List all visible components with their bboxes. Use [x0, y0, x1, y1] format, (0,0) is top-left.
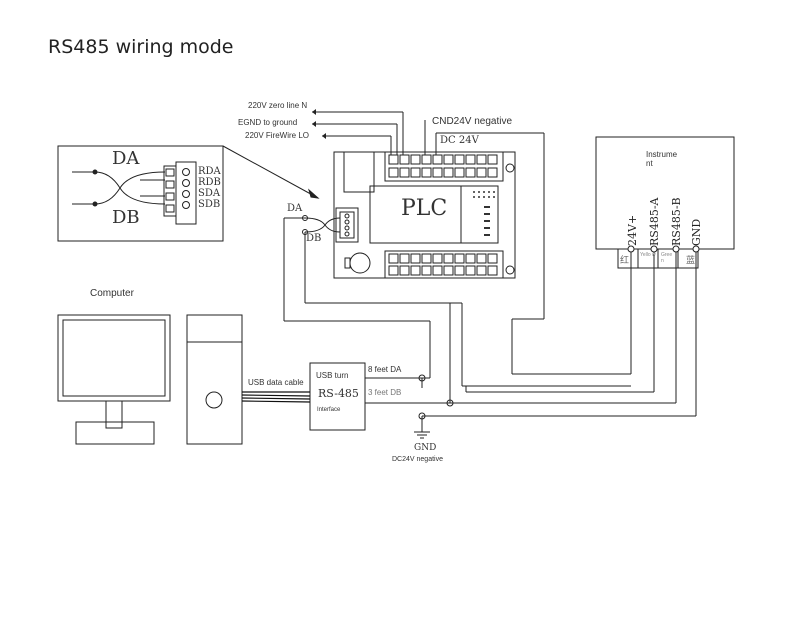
wire-color-yellow: Yello w	[640, 252, 656, 258]
usb-cable	[241, 391, 311, 403]
inset-terminal-block	[175, 161, 197, 225]
inset-db-label: DB	[112, 207, 140, 228]
inset-detail-box	[57, 145, 224, 242]
plc-label: PLC	[401, 196, 448, 221]
instrument-terminal-rs485b: RS485-B	[670, 197, 683, 246]
instrument-terminal-gnd: GND	[690, 218, 703, 246]
inset-arrowhead	[308, 188, 320, 199]
inset-sdb-label: SDB	[198, 199, 221, 210]
label-cnd24v: CND24V negative	[432, 116, 513, 127]
converter-line2: RS-485	[318, 387, 359, 400]
plc-power-label: DC 24V	[440, 135, 479, 146]
monitor	[57, 314, 171, 402]
plc-top-terminals	[388, 154, 498, 178]
instrument-terminal-rs485a: RS485-A	[648, 197, 661, 246]
inset-da-label: DA	[112, 148, 140, 169]
diagram-title: RS485 wiring mode	[48, 36, 234, 58]
wire-color-blue: 蓝	[686, 255, 696, 265]
instrument-label-line2: nt	[646, 159, 653, 168]
plc-bottom-terminal-strip	[384, 250, 504, 279]
converter-out-db: 3 feet DB	[368, 388, 402, 397]
converter-box	[309, 362, 366, 431]
converter-out-da: 8 feet DA	[368, 365, 402, 374]
converter-line3: Interface	[317, 407, 341, 413]
inset-rdb-label: RDB	[198, 177, 221, 188]
inset-pointer-line	[222, 145, 319, 199]
plc-center-panel	[369, 185, 499, 244]
wire-color-red: 红	[620, 255, 630, 265]
plc-da-label: DA	[287, 203, 303, 214]
plc-bottom-terminals	[388, 253, 498, 276]
plc-top-terminal-strip	[384, 151, 504, 182]
ground-gnd-label: GND	[414, 443, 437, 453]
tower	[186, 314, 243, 445]
instrument-label-line1: Instrume	[646, 150, 678, 159]
plc-led-grid	[473, 191, 495, 236]
converter-line1: USB turn	[316, 371, 349, 380]
plc-db-label: DB	[306, 233, 322, 244]
inset-rda-label: RDA	[198, 166, 221, 177]
usb-cable-label: USB data cable	[248, 378, 304, 387]
wire-color-green: Gree n	[661, 252, 673, 264]
label-egnd: EGND to ground	[238, 118, 298, 127]
ground-dc24v-label: DC24V negative	[392, 456, 443, 463]
label-firewire: 220V FireWire LO	[245, 131, 310, 140]
instrument-terminal-24v: 24V+	[626, 214, 639, 246]
inset-sda-label: SDA	[198, 188, 221, 199]
computer-label: Computer	[90, 288, 134, 299]
label-zero-line: 220V zero line N	[248, 101, 308, 110]
